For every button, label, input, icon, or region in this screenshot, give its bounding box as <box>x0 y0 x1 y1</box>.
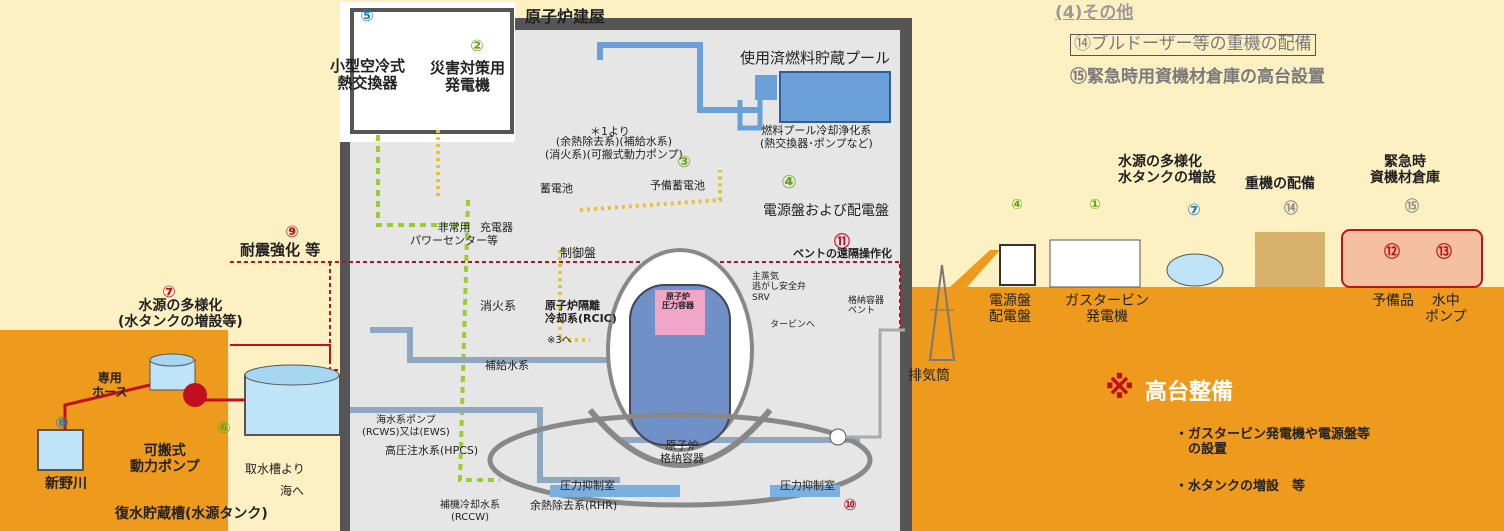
small-hx-label: 小型空冷式 熱交換器 <box>330 57 406 93</box>
spent-fuel-pool <box>779 71 891 123</box>
num-6: ⑥ <box>217 418 231 437</box>
highland-item-2: ・水タンクの増設 等 <box>1175 479 1306 494</box>
containment-label: 原子炉 格納容器 <box>660 439 704 465</box>
submersible-pump-label: 水中 ポンプ <box>1425 293 1467 326</box>
building-title: 原子炉建屋 <box>525 7 606 26</box>
num-4-right: ④ <box>1011 197 1023 213</box>
num-3: ③ <box>677 152 691 171</box>
portable-pump-label: 可搬式 動力ポンプ <box>130 443 200 476</box>
ground-right <box>912 287 1504 531</box>
vent-control-label: ベントの遠隔操作化 <box>793 247 892 260</box>
srv-label: 主蒸気 逃がし安全弁 SRV <box>752 272 807 303</box>
hose-label: 専用 ホース <box>92 371 128 399</box>
sea-label: 海へ <box>280 484 305 498</box>
rcic-label: 原子炉隔離 冷却系(RCIC) <box>545 299 617 325</box>
num-12: ⑫ <box>1383 242 1400 261</box>
highland-title: 高台整備 <box>1145 380 1234 405</box>
highland-mark: ※ <box>1105 371 1135 406</box>
turbine-label: タービンへ <box>770 320 816 330</box>
battery-label: 蓄電池 <box>540 182 573 195</box>
charger-label: 充電器 <box>480 221 513 234</box>
pool-label: 使用済燃料貯蔵プール <box>740 49 891 67</box>
others-heading: (4)その他 <box>1055 3 1134 23</box>
num-2: ② <box>470 36 484 55</box>
col-title-heavy: 重機の配備 <box>1245 176 1315 192</box>
panel-label: 電源盤および配電盤 <box>763 203 889 219</box>
others-item-14: ⑭ブルドーザー等の重機の配備 <box>1070 34 1316 56</box>
spare-parts-label: 予備品 <box>1372 293 1414 309</box>
fire-system-label: 消火系 <box>480 299 517 313</box>
num-7-right: ⑦ <box>1187 200 1201 219</box>
generator-label: 災害対策用 発電機 <box>430 59 506 95</box>
condensate-tank-label: 復水貯蔵槽(水源タンク) <box>115 506 268 522</box>
panel-right-label: 電源盤 配電盤 <box>989 293 1031 326</box>
num-5: ⑤ <box>360 6 374 25</box>
intake-label: 取水槽より <box>245 462 305 476</box>
vent-label: 格納容器 ベント <box>848 296 885 317</box>
suppression-chamber-2: 圧力抑制室 <box>780 479 835 492</box>
suppression-chamber-1: 圧力抑制室 <box>560 479 615 492</box>
stack-label: 排気筒 <box>908 368 950 384</box>
col-title-water: 水源の多様化 水タンクの増設 <box>1118 154 1216 187</box>
rccw-label: 補機冷却水系 (RCCW) <box>440 500 500 523</box>
emergency-power-label: 非常用 パワーセンター等 <box>410 221 498 247</box>
spare-battery-label: 予備蓄電池 <box>650 179 705 192</box>
num-13: ⑬ <box>1435 242 1452 261</box>
systems-label: (余熱除去系)(補給水系) (消火系)(可搬式動力ポンプ) <box>545 135 683 161</box>
highland-item-1: ・ガスタービン発電機や電源盤等 の設置 <box>1175 427 1371 457</box>
warehouse <box>1341 229 1483 288</box>
num-10: ⑩ <box>843 495 857 514</box>
river <box>37 429 84 471</box>
vessel-label: 原子炉 圧力容器 <box>662 292 694 311</box>
num-1-right: ① <box>1089 197 1101 213</box>
fuel-pool-clean-label: 燃料プール冷却浄化系 (熱交換器･ポンプなど) <box>760 124 873 150</box>
num-15-right: ⑮ <box>1405 199 1419 215</box>
exhaust-stack <box>928 264 956 361</box>
star-note: ＊1より <box>590 125 630 138</box>
hpcs-label: 高圧注水系(HPCS) <box>385 444 479 457</box>
gas-turbine-label: ガスタービン 発電機 <box>1065 293 1149 326</box>
seismic-label: 耐震強化 等 <box>240 241 321 259</box>
num-8: ⑧ <box>55 413 69 432</box>
water-diversify-label: 水源の多様化 (水タンクの増設等) <box>118 298 243 331</box>
note-3: ※3へ <box>547 335 572 346</box>
num-14-right: ⑭ <box>1284 201 1298 217</box>
river-label: 新野川 <box>45 476 87 492</box>
num-7-left: ⑦ <box>162 282 176 301</box>
num-11: ⑪ <box>833 232 850 251</box>
rhr-label: 余熱除去系(RHR) <box>530 499 618 512</box>
makeup-label: 補給水系 <box>485 359 529 372</box>
num-9: ⑨ <box>285 222 299 241</box>
others-item-15: ⑮緊急時用資機材倉庫の高台設置 <box>1070 67 1325 87</box>
col-title-warehouse: 緊急時 資機材倉庫 <box>1370 154 1440 187</box>
num-4: ④ <box>781 172 797 193</box>
rcws-label: 海水系ポンプ (RCWS)又は(EWS) <box>362 415 450 438</box>
control-panel-label: 制御盤 <box>560 246 597 260</box>
